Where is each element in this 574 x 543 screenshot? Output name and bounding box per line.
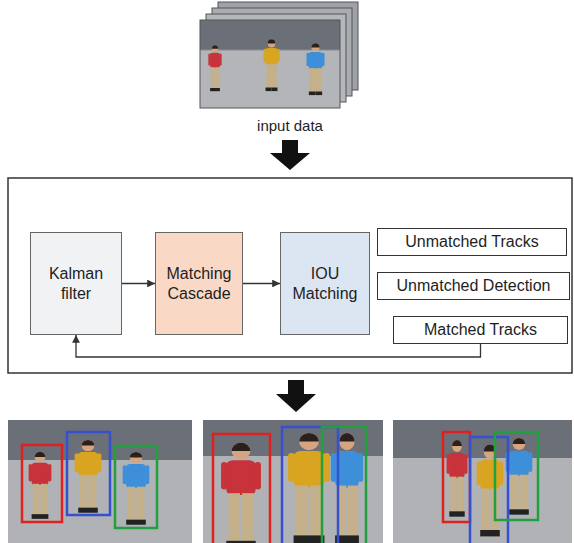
output-frame — [8, 420, 192, 543]
node-text: Unmatched Tracks — [405, 232, 538, 251]
output-frame — [282, 427, 338, 543]
process-box: IOU Matching — [280, 232, 370, 335]
output-frame — [443, 432, 470, 522]
input-scene — [200, 20, 340, 108]
input-scene — [263, 39, 279, 91]
process-box: Kalman filter — [30, 232, 122, 335]
output-box: Unmatched Tracks — [377, 228, 567, 256]
output-frame — [203, 420, 383, 456]
output-frame — [495, 432, 538, 520]
node-text: Unmatched Detection — [397, 276, 551, 295]
output-frame — [393, 420, 572, 543]
flow-arrow — [270, 140, 310, 170]
output-frame — [75, 440, 102, 513]
output-frame — [29, 452, 52, 519]
output-box: Unmatched Detection — [377, 272, 570, 300]
process-box: Matching Cascade — [155, 232, 243, 335]
node-text: Kalman filter — [37, 264, 115, 302]
output-frame — [393, 420, 572, 543]
tracker-panel — [8, 178, 572, 373]
input-scene — [306, 43, 324, 95]
input-scene — [208, 45, 221, 91]
output-frame — [123, 452, 150, 525]
node-text: IOU Matching — [286, 264, 364, 302]
output-frame — [288, 433, 330, 543]
output-frame — [115, 446, 157, 528]
flow-connector — [122, 283, 155, 284]
output-frame — [470, 437, 508, 543]
output-frame — [213, 434, 270, 543]
output-frame — [477, 444, 504, 536]
output-frame — [447, 440, 468, 517]
output-frame — [8, 420, 192, 543]
flow-connector — [243, 283, 280, 284]
flow-arrow — [276, 380, 316, 412]
output-frame — [22, 445, 62, 522]
node-text: Matched Tracks — [424, 320, 537, 339]
node-text: Matching Cascade — [161, 264, 237, 302]
output-frame — [393, 420, 572, 458]
output-frame — [506, 438, 533, 515]
input-frames — [200, 2, 358, 108]
input-scene — [200, 20, 340, 108]
output-frame — [67, 432, 110, 515]
input-frames — [200, 20, 340, 108]
output-frame — [203, 420, 383, 543]
output-frame — [221, 443, 261, 543]
output-frame — [331, 433, 363, 543]
caption-label: input data — [257, 117, 323, 134]
output-box: Matched Tracks — [393, 316, 568, 344]
output-frame — [322, 427, 366, 543]
